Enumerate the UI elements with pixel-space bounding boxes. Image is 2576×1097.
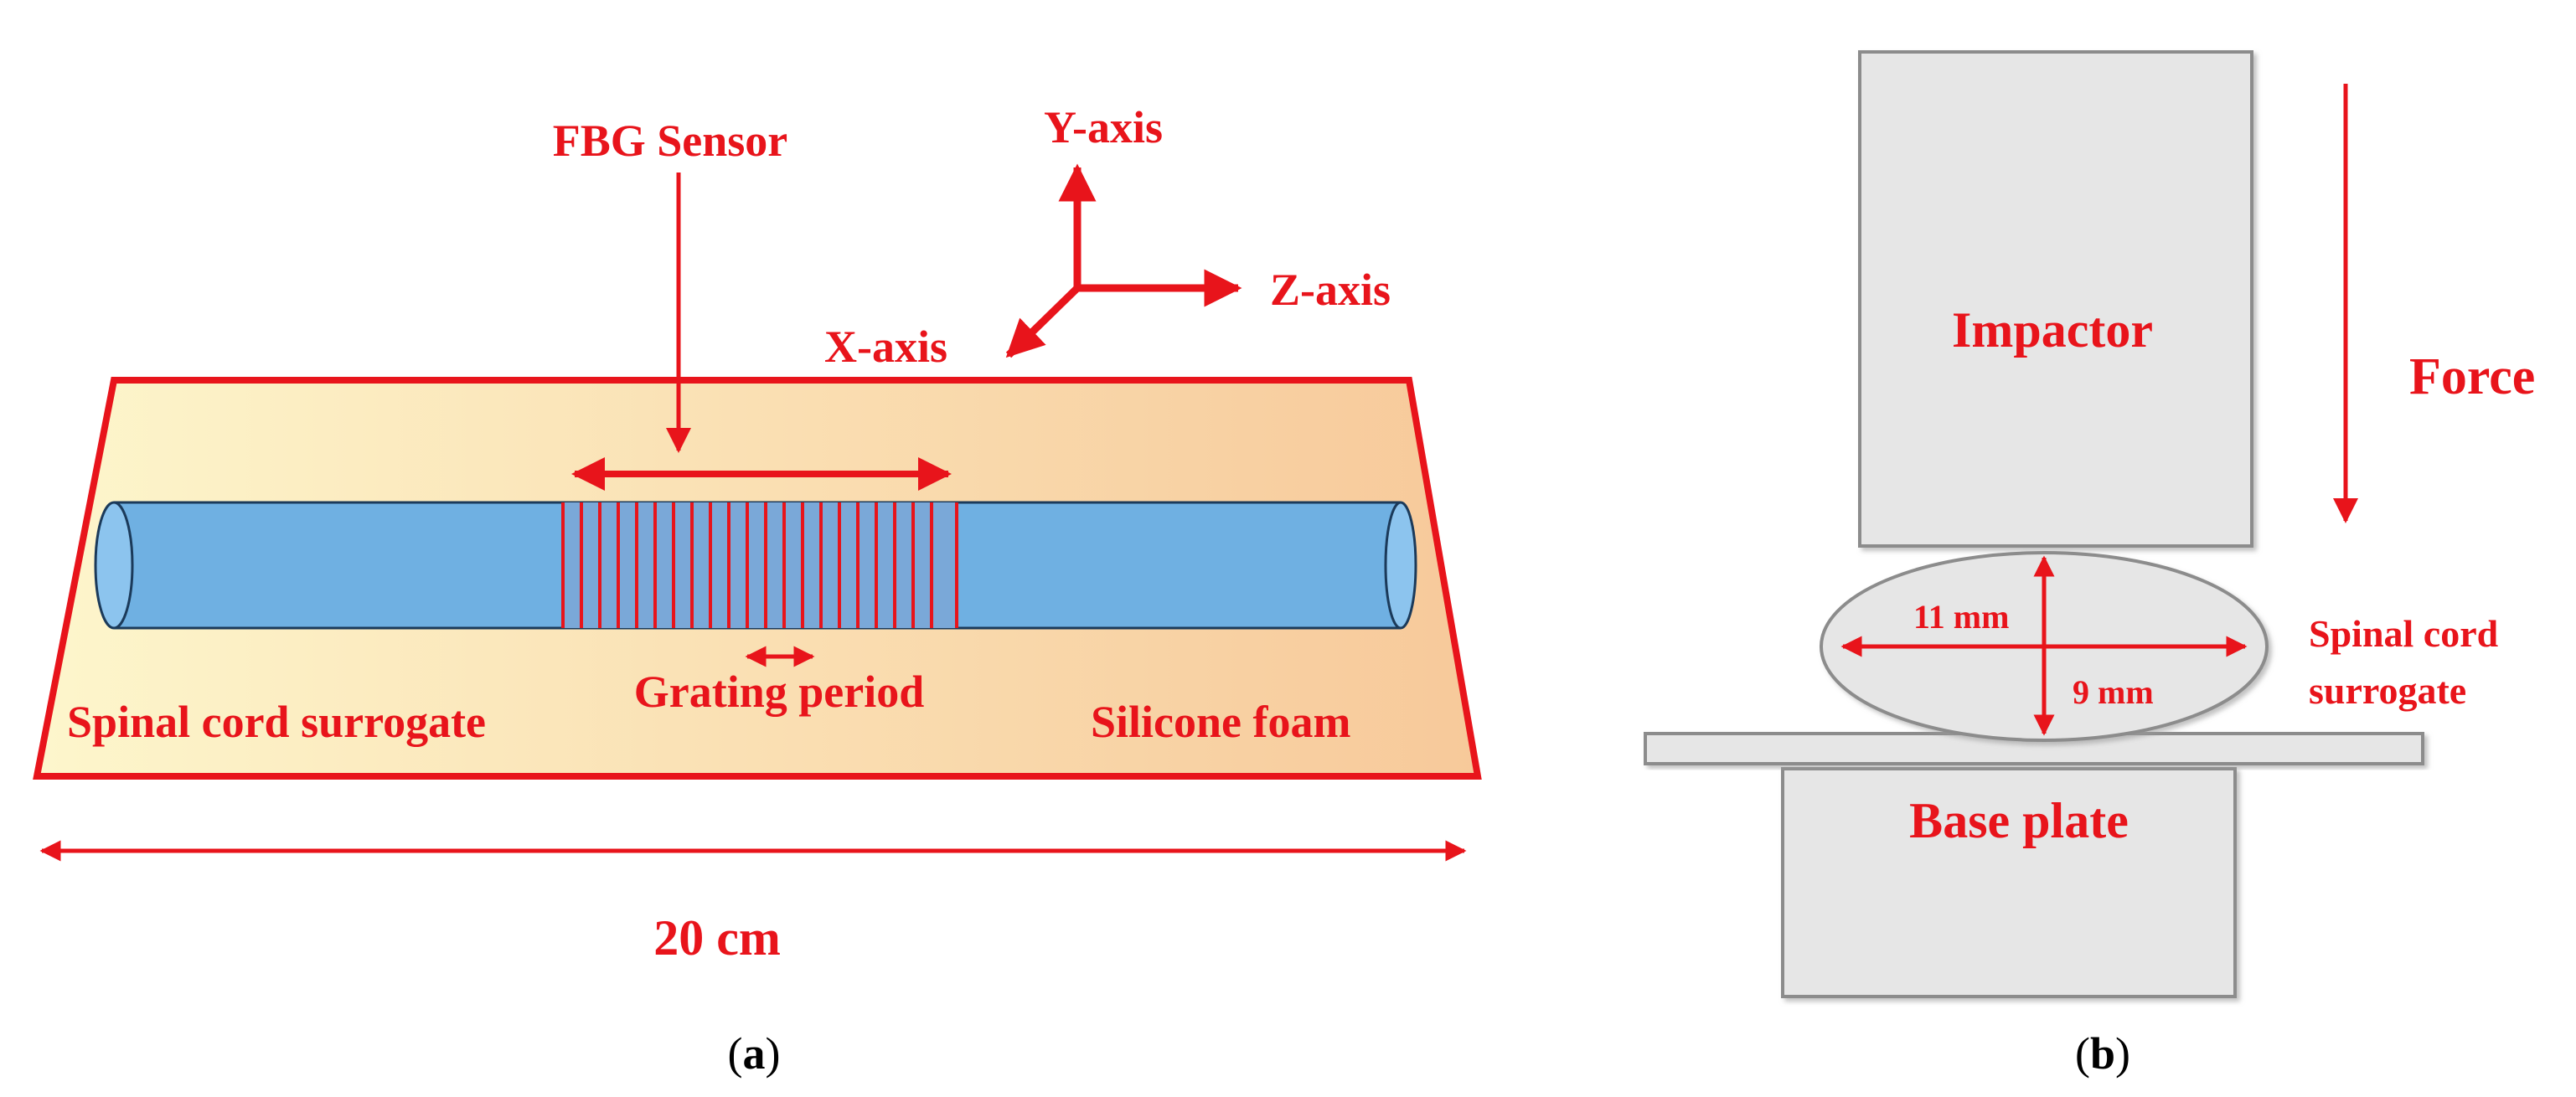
spinal-cord-surrogate-label: Spinal cord surrogate [67, 697, 486, 747]
x-axis-arrow [1005, 285, 1081, 358]
panel-a-caption-letter: a [743, 1028, 766, 1079]
base-support-block [1781, 767, 2237, 998]
panel-a-caption: (a) [728, 1028, 781, 1079]
panel-b-caption-open: ( [2075, 1028, 2090, 1079]
surrogate-label-line1: Spinal cord [2309, 612, 2499, 655]
panel-a: FBG Sensor Y-axis Z-axis X-axis Grating … [33, 102, 1482, 1079]
panel-b-caption-letter: b [2090, 1028, 2115, 1079]
panel-a-caption-open: ( [728, 1028, 743, 1079]
surrogate-label-line2: surrogate [2309, 669, 2466, 712]
y-axis-label: Y-axis [1044, 102, 1163, 152]
panel-b: Impactor Force Base plate 11 mm 9 mm Spi… [1644, 50, 2535, 1079]
z-axis-label: Z-axis [1270, 265, 1391, 315]
height-dimension-label: 9 mm [2073, 673, 2154, 711]
fbg-sensor-label: FBG Sensor [553, 116, 788, 166]
width-dimension-label: 11 mm [1913, 598, 2009, 636]
cylinder-left-cap [94, 501, 134, 630]
silicone-foam-label: Silicone foam [1091, 697, 1350, 747]
panel-b-caption-close: ) [2115, 1028, 2130, 1079]
fbg-grating [561, 502, 958, 628]
panel-b-caption: (b) [2075, 1028, 2130, 1079]
grating-period-label: Grating period [634, 667, 925, 717]
panel-a-caption-close: ) [766, 1028, 781, 1079]
base-plate-label: Base plate [1909, 793, 2129, 848]
impactor-label: Impactor [1952, 302, 2153, 358]
axes-indicator: Y-axis Z-axis X-axis [824, 102, 1391, 372]
impactor-block [1858, 50, 2253, 548]
length-label: 20 cm [653, 910, 781, 966]
grating-lines [561, 502, 958, 628]
grating-region [563, 502, 957, 628]
force-label: Force [2409, 348, 2535, 405]
cylinder-right-cap [1384, 501, 1417, 630]
x-axis-label: X-axis [824, 322, 947, 372]
